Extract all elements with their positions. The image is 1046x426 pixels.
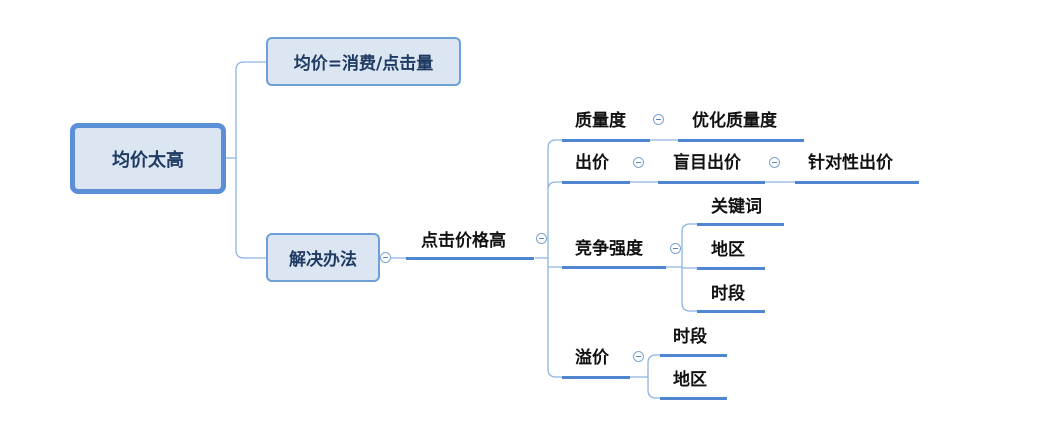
collapse-toggle-bid[interactable] [633,157,644,168]
bid-underline [562,181,630,184]
solution-node[interactable]: 解决办法 [266,233,380,282]
collapse-toggle-click-price[interactable] [536,233,547,244]
collapse-toggle-solution[interactable] [380,252,391,263]
optimize-quality-underline [678,139,804,142]
blind-bid-label[interactable]: 盲目出价 [673,153,741,173]
root-node-label: 均价太高 [112,149,184,171]
targeted-bid-underline [795,181,919,184]
overbid-underline [562,376,630,379]
connector-competition-children [666,223,697,312]
bid-label[interactable]: 出价 [575,153,609,173]
connector-root-branches [226,61,266,259]
formula-node-label: 均价=消费/点击量 [293,54,434,74]
click-price-high-label[interactable]: 点击价格高 [421,231,506,251]
timeslot-b-label[interactable]: 时段 [673,327,707,347]
keyword-label[interactable]: 关键词 [711,197,762,217]
region-a-underline [697,267,765,270]
solution-node-label: 解决办法 [289,250,357,270]
timeslot-b-underline [660,354,727,357]
collapse-toggle-overbid[interactable] [633,351,644,362]
collapse-toggle-quality[interactable] [653,114,664,125]
optimize-quality-label[interactable]: 优化质量度 [692,111,777,131]
competition-underline [562,266,666,269]
root-node[interactable]: 均价太高 [70,123,226,194]
quality-label[interactable]: 质量度 [575,111,626,131]
collapse-toggle-blind-bid[interactable] [769,157,780,168]
collapse-toggle-competition[interactable] [670,243,681,254]
connector-overbid-children [630,354,660,399]
keyword-underline [697,223,784,226]
connector-clickprice-children [535,139,562,378]
targeted-bid-label[interactable]: 针对性出价 [808,153,893,173]
timeslot-a-label[interactable]: 时段 [711,284,745,304]
quality-underline [562,139,650,142]
timeslot-a-underline [697,310,765,313]
competition-label[interactable]: 竞争强度 [575,239,643,259]
blind-bid-underline [658,181,765,184]
click-price-high-underline [406,257,534,260]
overbid-label[interactable]: 溢价 [575,348,609,368]
region-b-label[interactable]: 地区 [673,370,707,390]
formula-node[interactable]: 均价=消费/点击量 [266,37,461,86]
region-b-underline [660,397,727,400]
region-a-label[interactable]: 地区 [711,240,745,260]
